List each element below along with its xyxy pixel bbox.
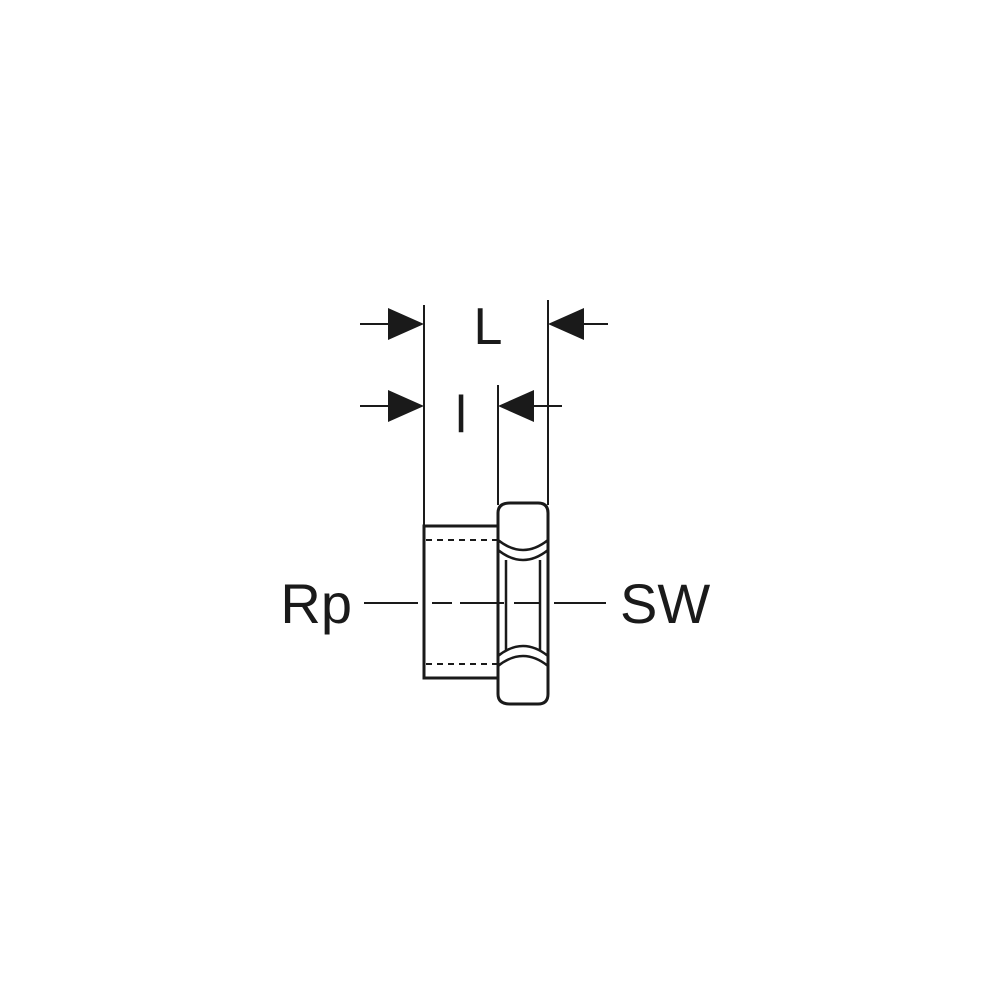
dimension-L-label: L (474, 298, 503, 356)
dimension-l-arrow-left (388, 390, 424, 422)
hex-nut-lower-facet-inner (497, 654, 549, 667)
extension-lines (423, 300, 549, 525)
dimension-L-arrow-right (548, 308, 584, 340)
hex-nut-upper-facet (497, 539, 549, 552)
hex-nut-lower-facet (497, 644, 549, 657)
dimension-l-arrow-right (498, 390, 534, 422)
dimension-l-label: l (455, 386, 467, 444)
rp-label: Rp (280, 572, 352, 635)
dimension-l: l (360, 386, 562, 444)
dimension-L-arrow-left (388, 308, 424, 340)
dimension-L: L (360, 298, 608, 356)
hex-nut-upper-facet-inner (497, 549, 549, 562)
sw-label: SW (620, 572, 710, 635)
